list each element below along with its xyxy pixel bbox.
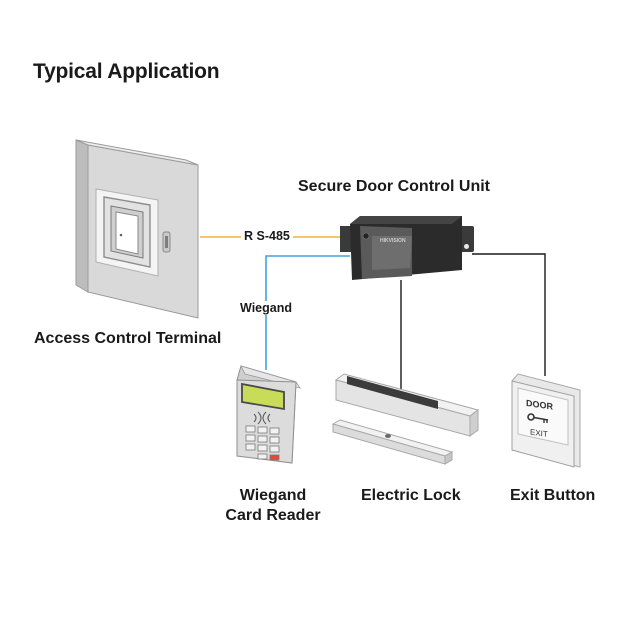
reader-label: Wiegand Card Reader — [218, 487, 328, 525]
wiegand-connection-label: Wiegand — [237, 301, 295, 315]
rs485-label: R S-485 — [241, 229, 293, 243]
exit-exit-label: EXIT — [530, 428, 548, 439]
secure-door-control-unit-icon: HIKVISION — [340, 216, 474, 280]
exit-label: Exit Button — [510, 487, 596, 504]
terminal-label: Access Control Terminal — [34, 330, 222, 347]
exit-button-icon: DOOR EXIT — [511, 373, 581, 468]
reader-label-line1: Wiegand — [239, 487, 307, 504]
key-icon — [527, 413, 549, 423]
unit-brand: HIKVISION — [380, 238, 406, 244]
lock-label: Electric Lock — [361, 487, 461, 504]
card-reader-icon — [236, 365, 301, 464]
page-title: Typical Application — [33, 60, 220, 83]
exit-line — [472, 253, 546, 376]
exit-door-label: DOOR — [526, 398, 553, 412]
reader-label-line2: Card Reader — [225, 507, 321, 524]
unit-label: Secure Door Control Unit — [298, 178, 491, 195]
electric-lock-icon — [331, 373, 480, 465]
wiegand-line — [265, 255, 350, 370]
access-control-terminal-icon — [75, 139, 199, 319]
